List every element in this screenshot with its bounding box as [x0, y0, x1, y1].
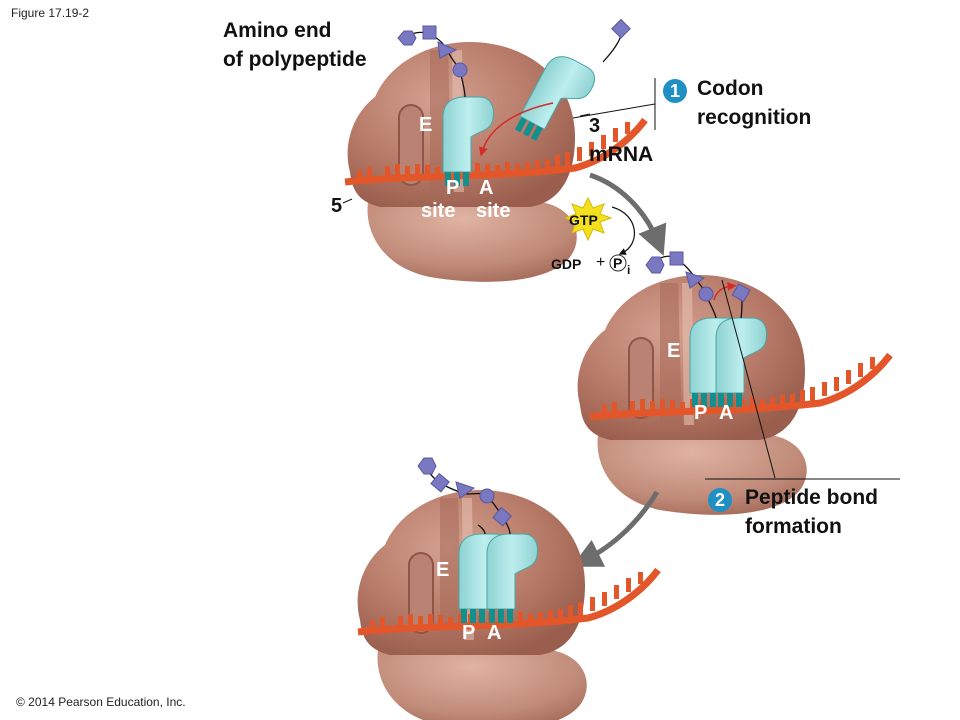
- p-site-label-1: P: [446, 177, 460, 199]
- phosphate-circle-icon: [609, 254, 627, 272]
- amino-end-label-line2: of polypeptide: [223, 48, 367, 71]
- transition-arrow-2: [571, 490, 660, 567]
- gtp-star-icon: [563, 196, 613, 242]
- gtp-hydrolysis-arrow: [611, 206, 636, 255]
- mrna-label: mRNA: [589, 143, 654, 166]
- a-site-label-1: A: [479, 177, 494, 199]
- amino-acid-square: [422, 25, 437, 40]
- e-site-label-3: E: [436, 559, 450, 581]
- a-site-label-3: A: [487, 622, 502, 644]
- trna-entry-arrow: [478, 102, 554, 157]
- e-site-label-1: E: [419, 114, 433, 136]
- incoming-amino-acid: [602, 18, 631, 63]
- phosphate-subscript: i: [627, 263, 631, 277]
- step-1-title-line1: Codon: [697, 77, 764, 100]
- p-site-sub-1: site: [421, 200, 456, 222]
- amino-end-label-line1: Amino end: [223, 19, 332, 42]
- polypeptide-chain-3: [417, 457, 512, 535]
- transition-arrow-1: [589, 172, 667, 256]
- a-site-label-2: A: [719, 402, 734, 424]
- amino-acid-hexagon: [397, 30, 417, 46]
- phosphate-label: P: [613, 255, 623, 271]
- three-prime-label: 3: [589, 115, 601, 137]
- figure-label: Figure 17.19-2: [11, 6, 90, 20]
- plus-sign: +: [596, 254, 606, 271]
- step-1-badge: 1: [663, 79, 687, 103]
- step-2-title-line2: formation: [745, 515, 842, 538]
- copyright-notice: © 2014 Pearson Education, Inc.: [16, 695, 186, 709]
- peptide-transfer-arrow: [713, 281, 737, 301]
- e-site-label-2: E: [667, 340, 681, 362]
- amino-acid-circle: [452, 62, 468, 78]
- gdp-label: GDP: [551, 256, 582, 272]
- p-site-label-3: P: [462, 622, 476, 644]
- step-2-badge: 2: [708, 488, 732, 512]
- callout-line-2: [721, 279, 776, 479]
- p-site-label-2: P: [694, 402, 708, 424]
- a-site-sub-1: site: [476, 200, 511, 222]
- callout-line-1: [572, 103, 656, 119]
- polypeptide-chain-2: [645, 251, 751, 319]
- amino-acid-triangle: [437, 41, 458, 59]
- step-2-title-line1: Peptide bond: [745, 486, 878, 509]
- gtp-label: GTP: [569, 212, 598, 228]
- step-1-title-line2: recognition: [697, 106, 812, 129]
- five-prime-label: 5: [331, 195, 343, 217]
- polypeptide-chain-1: [397, 25, 468, 98]
